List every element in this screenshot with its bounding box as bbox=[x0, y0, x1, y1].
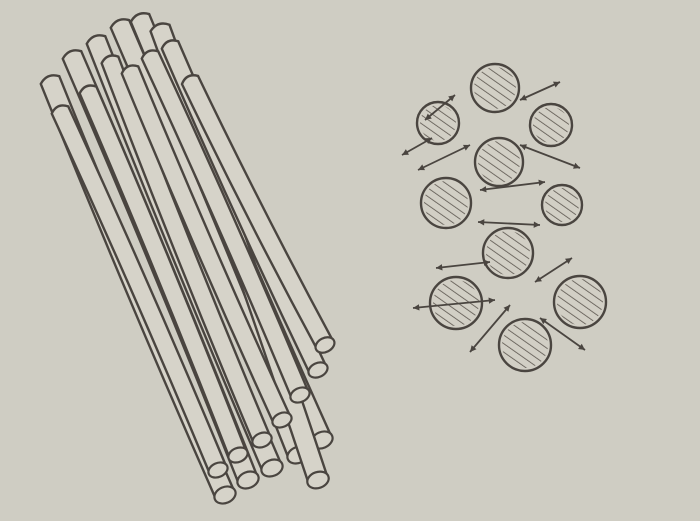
particle bbox=[542, 185, 582, 225]
dispersed-particles-cluster bbox=[417, 64, 606, 371]
particle bbox=[483, 228, 533, 278]
aligned-rods-bundle bbox=[41, 13, 337, 506]
particle bbox=[421, 178, 471, 228]
motion-arrow bbox=[520, 82, 560, 100]
motion-arrow bbox=[520, 145, 580, 168]
particle bbox=[554, 276, 606, 328]
motion-arrow bbox=[436, 262, 490, 268]
motion-arrow bbox=[418, 145, 470, 170]
particle bbox=[499, 319, 551, 371]
particle bbox=[471, 64, 519, 112]
particle bbox=[530, 104, 572, 146]
particle bbox=[475, 138, 523, 186]
motion-arrow bbox=[535, 258, 572, 282]
motion-arrow bbox=[478, 222, 540, 225]
